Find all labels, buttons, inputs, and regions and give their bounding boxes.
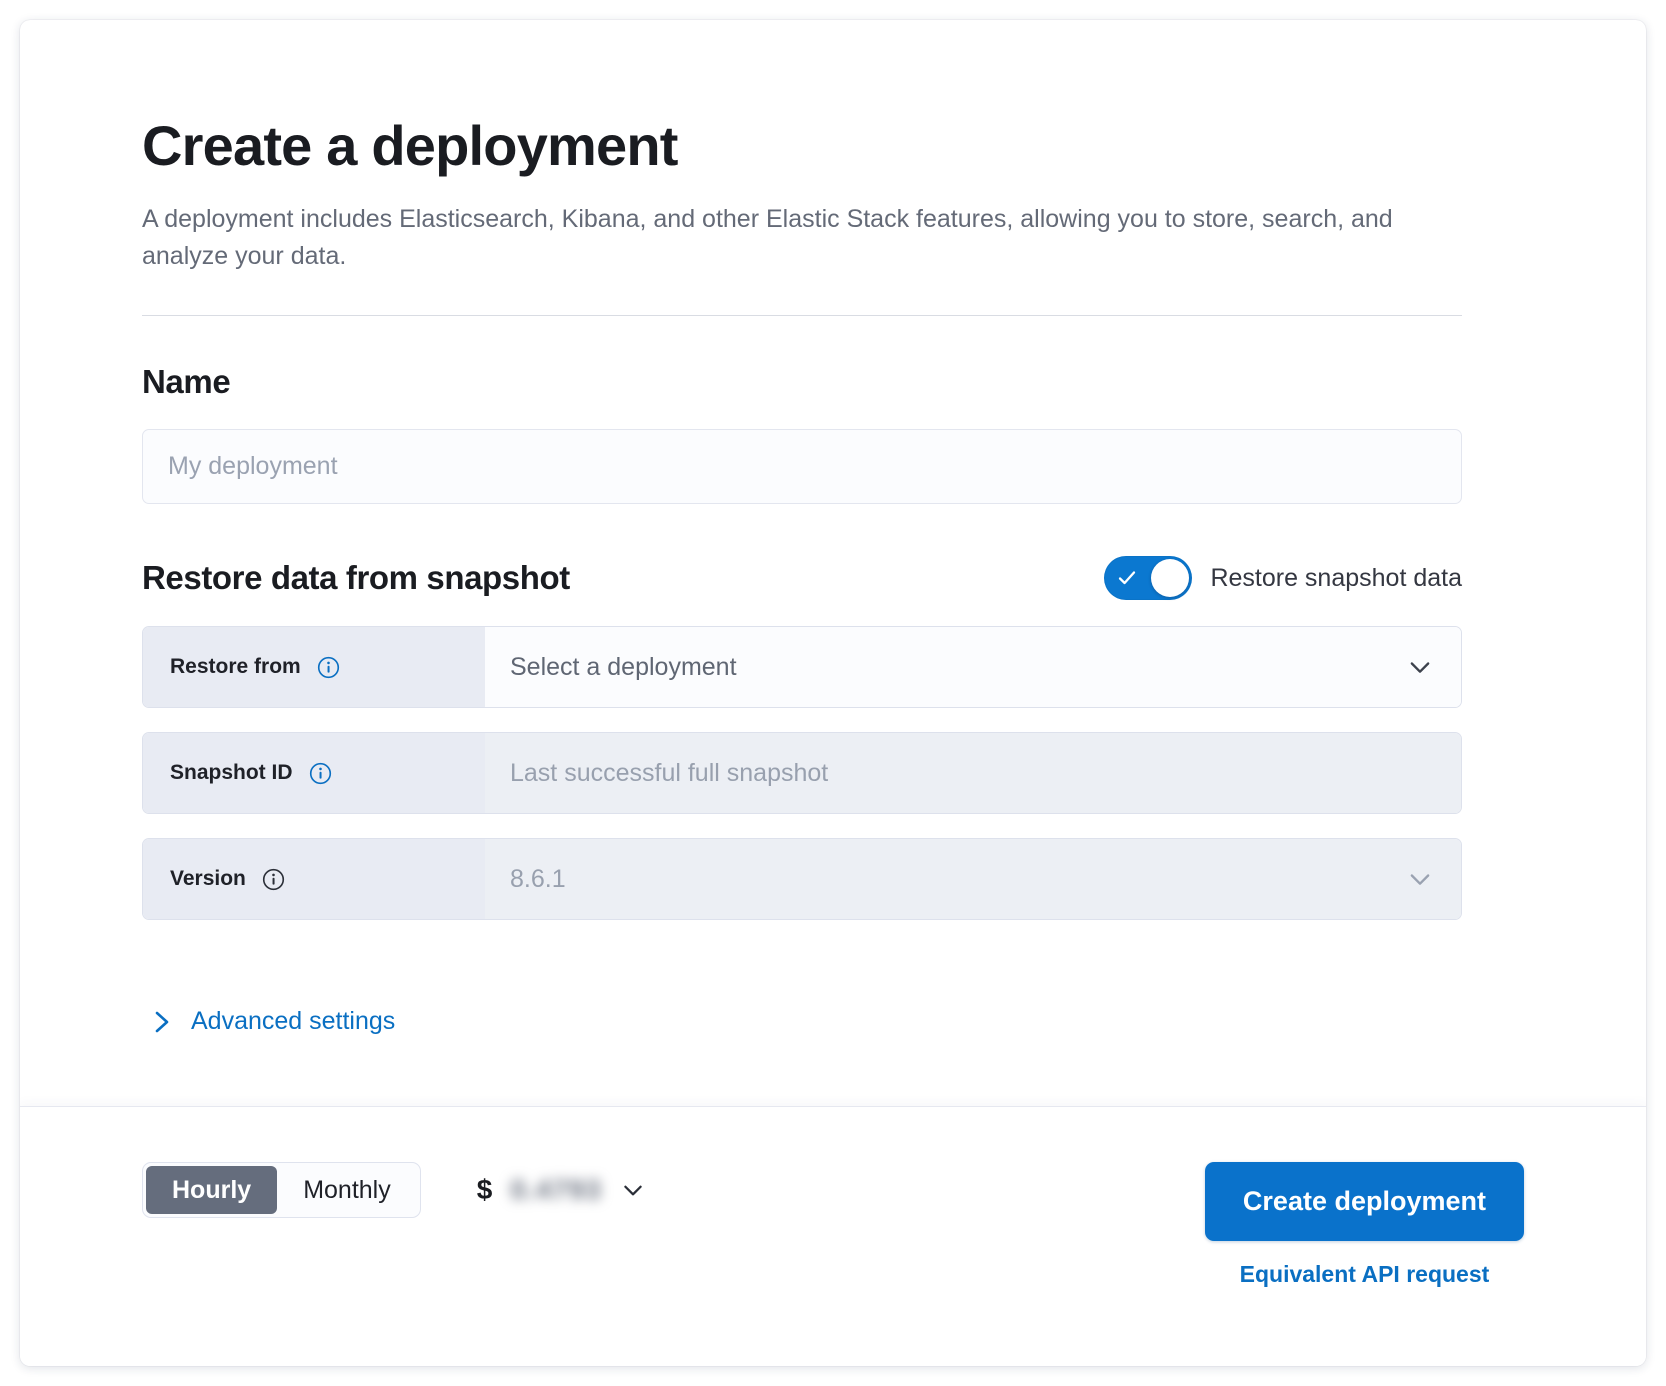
price-currency: $ xyxy=(476,1174,493,1205)
advanced-settings-link[interactable]: Advanced settings xyxy=(151,1007,395,1036)
footer-right: Create deployment Equivalent API request xyxy=(1204,1162,1524,1288)
price-amount: 0.4793 xyxy=(510,1174,602,1205)
billing-option-monthly[interactable]: Monthly xyxy=(303,1175,391,1204)
price-display[interactable]: $ 0.4793 xyxy=(477,1174,646,1206)
equivalent-api-request-link[interactable]: Equivalent API request xyxy=(1239,1261,1490,1287)
restore-snapshot-toggle[interactable] xyxy=(1104,556,1193,601)
info-icon[interactable] xyxy=(317,656,340,679)
restore-toggle-group[interactable]: Restore snapshot data xyxy=(1104,556,1462,601)
row-snapshot-id-label-cell: Snapshot ID xyxy=(143,733,485,814)
row-version-label-cell: Version xyxy=(143,839,485,920)
page-description: A deployment includes Elasticsearch, Kib… xyxy=(142,205,1393,271)
dialog-body: Create a deployment A deployment include… xyxy=(20,20,1646,1106)
row-restore-from[interactable]: Restore from Select a deployment xyxy=(142,626,1462,709)
chevron-down-icon[interactable] xyxy=(620,1177,646,1203)
row-version[interactable]: Version 8.6.1 xyxy=(142,838,1462,921)
create-deployment-dialog: Create a deployment A deployment include… xyxy=(20,20,1646,1366)
chevron-down-icon[interactable] xyxy=(1406,865,1434,893)
footer-inner: Hourly Monthly $ 0.4793 Create deploymen… xyxy=(142,1107,1524,1288)
chevron-right-icon xyxy=(155,1011,169,1033)
info-icon[interactable] xyxy=(262,868,285,891)
restore-section-header: Restore data from snapshot Restore snaps… xyxy=(142,556,1462,601)
toggle-knob xyxy=(1151,559,1190,598)
billing-period-toggle[interactable]: Hourly Monthly xyxy=(142,1162,421,1218)
row-version-value: 8.6.1 xyxy=(510,864,566,893)
restore-form-rows: Restore from Select a deployment xyxy=(142,626,1462,921)
billing-option-hourly[interactable]: Hourly xyxy=(146,1166,278,1214)
row-restore-from-label: Restore from xyxy=(170,655,301,679)
row-restore-from-label-cell: Restore from xyxy=(143,627,485,708)
chevron-down-icon[interactable] xyxy=(1406,653,1434,681)
dialog-footer: Hourly Monthly $ 0.4793 Create deploymen… xyxy=(20,1106,1646,1366)
footer-left: Hourly Monthly $ 0.4793 xyxy=(142,1162,646,1218)
restore-section-title: Restore data from snapshot xyxy=(142,559,570,597)
row-version-label: Version xyxy=(170,867,246,891)
row-restore-from-value: Select a deployment xyxy=(510,652,737,681)
check-icon xyxy=(1119,571,1136,585)
row-restore-from-field[interactable]: Select a deployment xyxy=(485,627,1461,708)
row-snapshot-id[interactable]: Snapshot ID Last successful full snapsho… xyxy=(142,732,1462,815)
create-deployment-button[interactable]: Create deployment xyxy=(1204,1162,1524,1241)
name-section-title: Name xyxy=(142,363,231,401)
advanced-settings-label: Advanced settings xyxy=(191,1007,396,1036)
deployment-name-placeholder: My deployment xyxy=(168,452,338,481)
content-column: Create a deployment A deployment include… xyxy=(142,116,1462,1040)
header-divider xyxy=(142,315,1462,317)
deployment-name-input[interactable]: My deployment xyxy=(142,429,1462,505)
info-icon[interactable] xyxy=(309,762,332,785)
row-version-field[interactable]: 8.6.1 xyxy=(485,839,1461,920)
row-snapshot-id-field[interactable]: Last successful full snapshot xyxy=(485,733,1461,814)
page-title: Create a deployment xyxy=(142,114,678,177)
restore-toggle-label: Restore snapshot data xyxy=(1210,563,1462,592)
row-snapshot-id-label: Snapshot ID xyxy=(170,761,293,785)
row-snapshot-id-value: Last successful full snapshot xyxy=(510,758,829,787)
